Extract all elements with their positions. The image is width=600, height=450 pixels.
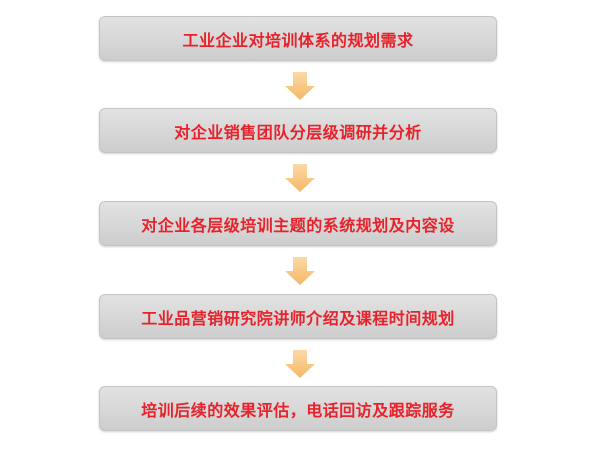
flow-step-label: 工业品营销研究院讲师介绍及课程时间规划 — [141, 308, 455, 328]
flow-step-5: 培训后续的效果评估，电话回访及跟踪服务 — [99, 386, 497, 431]
flow-step-label: 工业企业对培训体系的规划需求 — [182, 30, 414, 50]
down-arrow-icon — [285, 350, 315, 378]
flow-step-label: 培训后续的效果评估，电话回访及跟踪服务 — [141, 400, 455, 420]
flow-step-3: 对企业各层级培训主题的系统规划及内容设 — [99, 201, 497, 246]
flow-step-2: 对企业销售团队分层级调研并分析 — [99, 108, 497, 153]
flow-step-label: 对企业各层级培训主题的系统规划及内容设 — [141, 215, 455, 235]
flow-step-label: 对企业销售团队分层级调研并分析 — [174, 122, 422, 142]
flow-step-4: 工业品营销研究院讲师介绍及课程时间规划 — [99, 294, 497, 339]
down-arrow-icon — [285, 72, 315, 100]
down-arrow-icon — [285, 257, 315, 285]
flow-step-1: 工业企业对培训体系的规划需求 — [99, 16, 497, 61]
down-arrow-icon — [285, 164, 315, 192]
